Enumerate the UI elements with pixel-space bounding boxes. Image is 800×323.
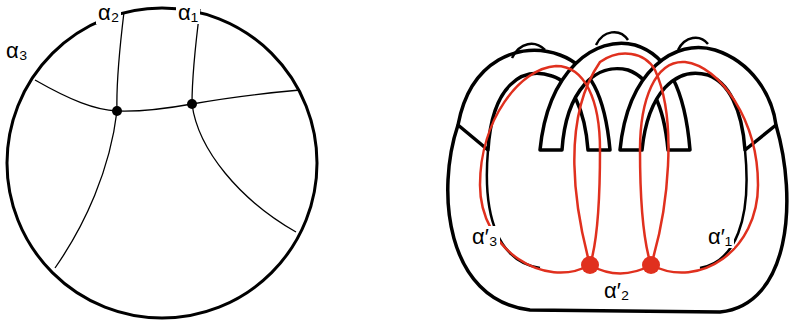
intersection-dot xyxy=(112,106,122,116)
curve-alpha2-prime xyxy=(590,265,651,274)
surface-inner xyxy=(487,150,540,268)
disk-figure xyxy=(7,8,317,318)
intersection-dot xyxy=(642,256,660,274)
curve-middle-loop xyxy=(574,54,668,265)
surface-figure xyxy=(448,32,787,312)
curve-label: α′₂ xyxy=(602,280,631,302)
curve-label: α′₃ xyxy=(470,226,500,248)
curve-label: α₂ xyxy=(96,2,121,24)
intersection-dot xyxy=(187,99,197,109)
arc-alpha3 xyxy=(35,80,300,111)
red-curves xyxy=(480,54,758,274)
handle-twist xyxy=(596,32,628,45)
arc-alpha2 xyxy=(55,12,124,268)
handle xyxy=(620,48,776,150)
curve-label: α₃ xyxy=(4,40,30,62)
handle-twist xyxy=(678,38,708,50)
handle-twist xyxy=(512,44,545,58)
intersection-dot xyxy=(581,256,599,274)
curve-label: α₁ xyxy=(176,2,200,24)
arc-alpha1 xyxy=(192,9,296,232)
boundary-circle xyxy=(7,8,317,318)
surface-outline xyxy=(448,125,787,312)
surface-inner xyxy=(700,150,747,268)
curve-label: α′₁ xyxy=(706,226,734,248)
